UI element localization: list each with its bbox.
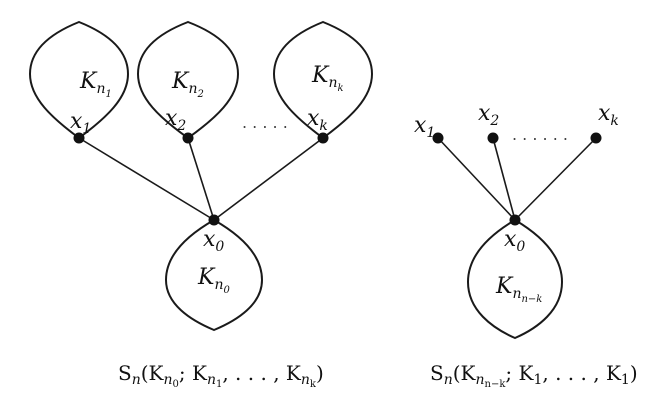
label-kn0: Kn0: [197, 265, 230, 296]
caption-left: Sn(Kn0; Kn1, . . . , Knk): [118, 361, 324, 390]
edge-r-x2-x0: [492, 137, 516, 221]
edge-x1-x0: [78, 137, 215, 221]
vertex-xk: [317, 132, 329, 144]
label-x2: x2: [165, 106, 186, 134]
edge-xk-x0: [213, 137, 324, 221]
ellipsis-dots-right: . . . . . .: [512, 125, 568, 144]
label-kn1: Kn1: [79, 69, 112, 100]
label-x0: x0: [203, 227, 224, 255]
clique-blob-kn0: [164, 218, 264, 332]
vertex-r-x1: [432, 132, 444, 144]
clique-blob-kn2: [136, 20, 240, 140]
label-kn2: Kn2: [171, 69, 204, 100]
left-graph: Kn1 Kn2 Knk Kn0 x1 x2 xk x0 . . . . . Sn…: [28, 20, 374, 390]
clique-blob-knk: [272, 20, 374, 140]
label-xk: xk: [307, 106, 328, 134]
label-x1: x1: [70, 109, 91, 137]
label-knnk: Knn−k: [495, 274, 542, 305]
label-r-xk: xk: [598, 101, 619, 129]
vertex-r-x0: [509, 214, 521, 226]
label-knk: Knk: [311, 63, 344, 94]
right-graph: x1 x2 xk x0 Knn−k . . . . . . Sn(Knn−k; …: [414, 101, 638, 390]
label-r-x1: x1: [414, 113, 435, 141]
edge-r-x1-x0: [437, 137, 516, 221]
vertex-r-xk: [590, 132, 602, 144]
clique-blob-knnk: [466, 218, 564, 340]
label-r-x2: x2: [478, 101, 499, 129]
edge-r-xk-x0: [514, 137, 597, 221]
vertex-x1: [73, 132, 85, 144]
label-r-x0: x0: [504, 227, 525, 255]
caption-right: Sn(Knn−k; K1, . . . , K1): [430, 361, 638, 390]
vertex-r-x2: [487, 132, 499, 144]
clique-blob-kn1: [28, 20, 130, 140]
vertex-x0: [208, 214, 220, 226]
vertex-x2: [182, 132, 194, 144]
edge-x2-x0: [187, 137, 215, 221]
ellipsis-dots: . . . . .: [242, 113, 288, 132]
